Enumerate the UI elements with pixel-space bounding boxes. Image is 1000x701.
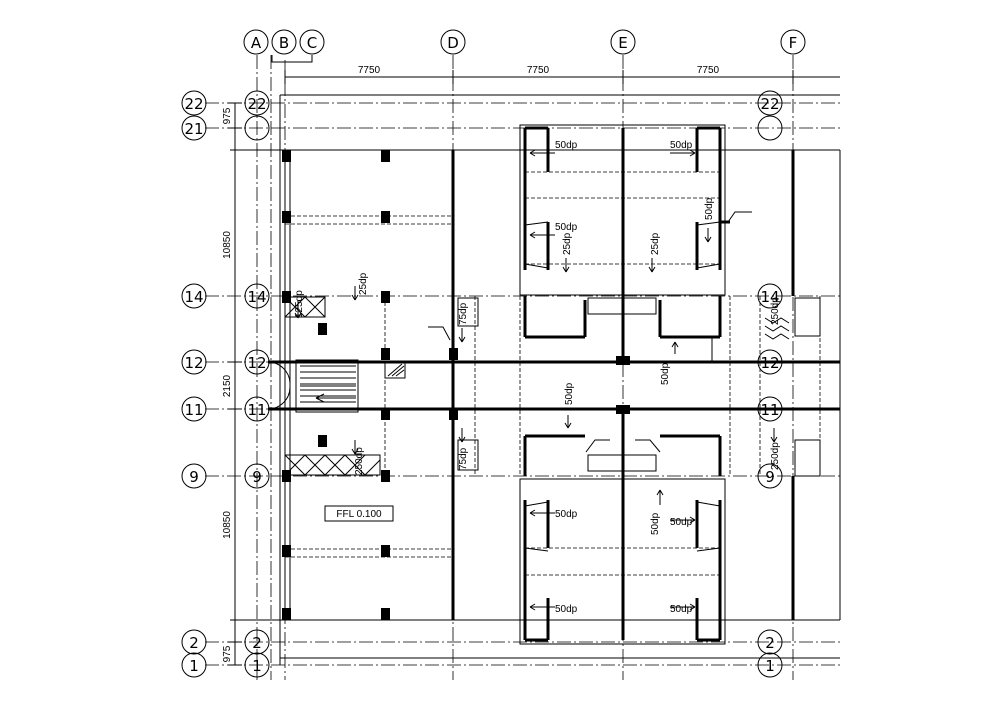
column-label-c: C bbox=[307, 34, 317, 52]
building-outline bbox=[279, 94, 840, 665]
right-row-label-1: 1 bbox=[765, 657, 775, 675]
interior-lines bbox=[284, 124, 841, 645]
hatched-areas bbox=[284, 296, 821, 477]
walls bbox=[268, 126, 840, 642]
drop-label-19: 50dp bbox=[555, 604, 578, 615]
inner-row-label-11: 11 bbox=[247, 401, 266, 419]
structural-columns bbox=[282, 150, 630, 620]
right-row-label-14: 14 bbox=[760, 288, 779, 306]
drop-label-15: 250dp bbox=[770, 442, 781, 470]
column-label-e: E bbox=[618, 34, 627, 52]
row-label-2: 2 bbox=[189, 634, 199, 652]
top-dimension-line: 7750 7750 7750 bbox=[271, 55, 840, 84]
row-bubbles-inner: 22 14 12 11 9 2 1 bbox=[244, 90, 270, 678]
drop-label-5: 25dp bbox=[562, 232, 573, 255]
drop-label-18: 50dp bbox=[650, 512, 661, 535]
inner-row-label-12: 12 bbox=[247, 354, 266, 372]
dimension-left-1: 975 bbox=[222, 107, 233, 124]
drain-arrows bbox=[294, 149, 778, 611]
column-label-a: A bbox=[251, 34, 262, 52]
drop-label-1: 50dp bbox=[555, 140, 578, 151]
inner-row-label-9: 9 bbox=[252, 468, 262, 486]
row-bubbles-left: 22 21 14 12 11 9 2 1 bbox=[181, 90, 207, 678]
drop-label-8: 125dp bbox=[294, 290, 305, 318]
row-label-14: 14 bbox=[184, 288, 203, 306]
staircase bbox=[267, 359, 406, 413]
drop-label-17: 50dp bbox=[670, 517, 693, 528]
right-row-label-22: 22 bbox=[760, 95, 779, 113]
drop-label-12: 50dp bbox=[564, 382, 575, 405]
dimension-left-3: 2150 bbox=[222, 374, 233, 397]
row-bubbles-right: 22 14 12 11 9 2 1 bbox=[757, 90, 783, 678]
drop-label-3: 50dp bbox=[555, 222, 578, 233]
right-row-label-9: 9 bbox=[765, 468, 775, 486]
left-dimension-line: 975 10850 2150 10850 975 bbox=[222, 102, 242, 666]
drop-label-2: 50dp bbox=[670, 140, 693, 151]
column-bubbles: A B C D E F bbox=[243, 29, 806, 55]
drop-label-9: 75dp bbox=[458, 302, 469, 325]
drop-label-7: 25dp bbox=[358, 272, 369, 295]
column-label-f: F bbox=[789, 34, 798, 52]
column-label-d: D bbox=[447, 34, 459, 52]
dimension-top-2: 7750 bbox=[527, 65, 550, 76]
row-label-11: 11 bbox=[184, 401, 203, 419]
drop-label-11: 50dp bbox=[660, 362, 671, 385]
drop-label-4: 50dp bbox=[704, 197, 715, 220]
drop-label-6: 25dp bbox=[650, 232, 661, 255]
dimension-top-3: 7750 bbox=[697, 65, 720, 76]
drop-label-20: 50dp bbox=[670, 604, 693, 615]
drop-annotations: 50dp 50dp 50dp 50dp 25dp 25dp 25dp 125dp… bbox=[294, 140, 781, 615]
drop-label-16: 50dp bbox=[555, 509, 578, 520]
right-row-label-2: 2 bbox=[765, 634, 775, 652]
row-label-1: 1 bbox=[189, 657, 199, 675]
row-label-12: 12 bbox=[184, 354, 203, 372]
floor-level-tag: FFL 0.100 bbox=[324, 505, 394, 522]
dimension-left-2: 10850 bbox=[222, 231, 233, 259]
inner-row-label-14: 14 bbox=[247, 288, 266, 306]
drop-label-10: 250dp bbox=[770, 297, 781, 325]
row-label-21: 21 bbox=[184, 120, 203, 138]
window-openings bbox=[524, 221, 721, 552]
floor-level-label: FFL 0.100 bbox=[336, 509, 382, 520]
inner-row-label-1: 1 bbox=[252, 657, 262, 675]
drop-label-13: 250dp bbox=[354, 447, 365, 475]
dimension-top-1: 7750 bbox=[358, 65, 381, 76]
drop-label-14: 75dp bbox=[458, 447, 469, 470]
dimension-left-5: 975 bbox=[222, 645, 233, 662]
row-label-9: 9 bbox=[189, 468, 199, 486]
row-label-22: 22 bbox=[184, 95, 203, 113]
inner-row-label-2: 2 bbox=[252, 634, 262, 652]
column-label-b: B bbox=[279, 34, 289, 52]
dimension-left-4: 10850 bbox=[222, 511, 233, 539]
inner-row-label-22: 22 bbox=[247, 95, 266, 113]
